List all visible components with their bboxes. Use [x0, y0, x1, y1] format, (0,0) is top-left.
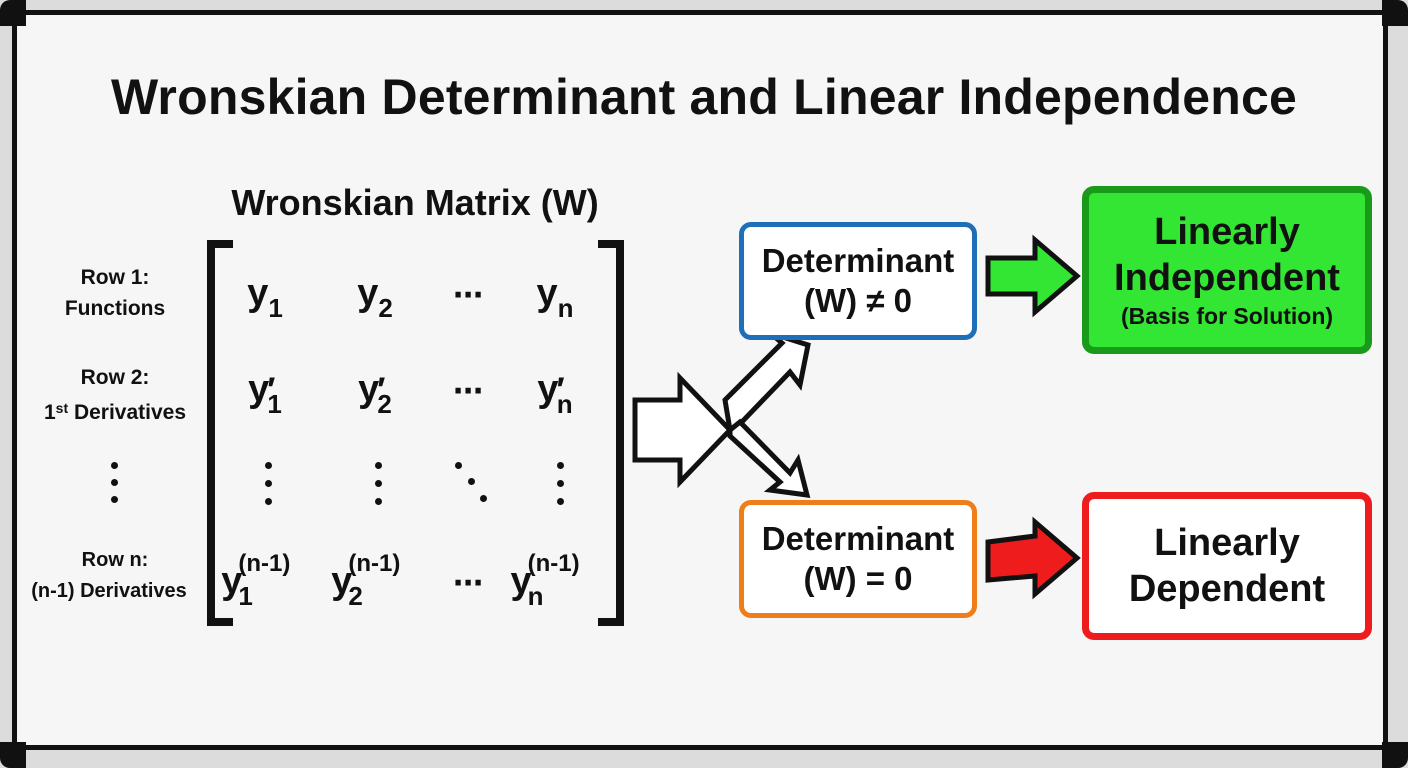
determinant-nonzero-line2: (W) ≠ 0	[804, 282, 912, 319]
matrix-cell-yn: yn	[536, 272, 574, 323]
determinant-zero-box: Determinant (W) = 0	[739, 500, 977, 618]
matrix-title: Wronskian Matrix (W)	[231, 182, 599, 223]
frame-corner	[0, 0, 26, 26]
row-label-2-line2: 1st Derivatives	[43, 400, 187, 424]
matrix-cell-hdots: ⋯	[453, 279, 485, 312]
matrix-cell-y1-deriv: y(n-1)1	[221, 550, 291, 611]
matrix-cell-yn-prime: y′n	[537, 368, 573, 419]
row-label-1-line2: Functions	[64, 297, 166, 320]
matrix-cell-y2: y2	[357, 272, 393, 323]
dependent-line1: Linearly	[1154, 522, 1300, 564]
frame-corner	[1382, 742, 1408, 768]
matrix-cell-y2-deriv: y(n-1)2	[331, 550, 401, 611]
row-label-n-line1: Row n:	[81, 549, 149, 571]
independent-line2: Independent	[1114, 257, 1340, 299]
diagram-title: Wronskian Determinant and Linear Indepen…	[110, 69, 1298, 125]
frame-corner	[1382, 0, 1408, 26]
frame-corner	[0, 742, 26, 768]
matrix-cell-hdots: ⋯	[453, 567, 485, 600]
determinant-zero-line1: Determinant	[761, 520, 955, 557]
red-arrow-icon	[985, 516, 1081, 600]
row-label-n-line2: (n-1) Derivatives	[31, 580, 187, 602]
row-label-1: Row 1: Functions	[20, 262, 210, 324]
determinant-nonzero-line1: Determinant	[761, 242, 955, 279]
independent-note: (Basis for Solution)	[1120, 303, 1334, 329]
split-arrow-icon	[632, 330, 811, 498]
matrix-left-bracket	[207, 240, 233, 626]
independent-line1: Linearly	[1154, 211, 1300, 253]
row-label-2-line1: Row 2:	[80, 366, 150, 389]
green-arrow-icon	[985, 234, 1081, 318]
matrix-cell-y1-prime: y′1	[248, 368, 282, 419]
linearly-independent-box: Linearly Independent (Basis for Solution…	[1082, 186, 1372, 354]
row-label-1-line1: Row 1:	[80, 266, 150, 289]
row-label-2: Row 2: 1st Derivatives	[20, 362, 210, 428]
determinant-zero-line2: (W) = 0	[803, 560, 913, 597]
matrix-cell-y1: y1	[247, 272, 283, 323]
row-label-n: Row n: (n-1) Derivatives	[20, 545, 210, 607]
determinant-nonzero-box: Determinant (W) ≠ 0	[739, 222, 977, 340]
matrix-cell-yn-deriv: y(n-1)n	[510, 550, 580, 611]
matrix-right-bracket	[598, 240, 624, 626]
linearly-dependent-box: Linearly Dependent	[1082, 492, 1372, 640]
dependent-line2: Dependent	[1128, 568, 1326, 610]
matrix-cell-hdots: ⋯	[453, 375, 485, 408]
matrix-cell-y2-prime: y′2	[358, 368, 392, 419]
